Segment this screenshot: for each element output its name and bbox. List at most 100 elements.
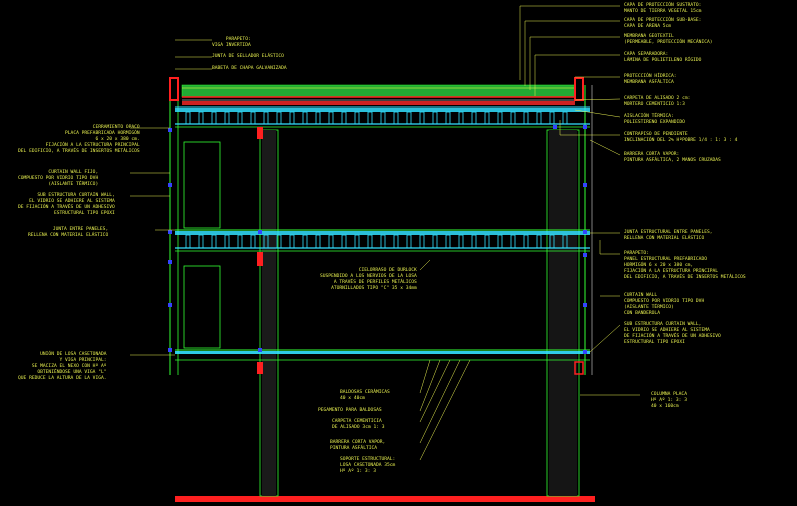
label-line: COMPUESTO POR VIDRIO TIPO DVH xyxy=(624,299,705,304)
slab-rib xyxy=(523,234,529,249)
leader-line xyxy=(574,109,621,118)
label-line: BARRERA CORTA VAPOR, xyxy=(330,440,386,445)
label-line: POLIESTIRENO EXPANDIDO xyxy=(624,120,685,125)
label-line: SUSPENDIDO A LOS NERVIOS DE LA LOSA xyxy=(320,274,417,279)
slab-rib xyxy=(419,111,425,125)
label-line: PLACA PREFABRICADA HORMIGÓN xyxy=(65,131,140,136)
label-line: (PERMEABLE, PROTECCIÓN MECÁNICA) xyxy=(624,40,713,45)
label-sub-estructura-right: SUB ESTRUCTURA CURTAIN WALL,EL VIDRIO SE… xyxy=(624,322,721,346)
label-line: SUB ESTRUCTURA CURTAIN WALL, xyxy=(37,193,115,198)
slab-rib xyxy=(263,111,269,125)
slab-rib xyxy=(432,234,438,249)
label-line: JUNTA DE SELLADOR ELÁSTICO xyxy=(212,54,284,59)
label-carpeta-de-alisado: CARPETA DE ALISADO 2 cm:MORTERO CEMENTIC… xyxy=(624,96,690,108)
label-line: EL VIDRIO SE ADHIERE AL SISTEMA xyxy=(29,199,115,204)
anchor-node xyxy=(258,348,262,352)
anchor-node xyxy=(168,303,172,307)
slab-rib xyxy=(354,111,360,125)
anchor-node xyxy=(168,128,172,132)
label-barrera-vapor-floor: BARRERA CORTA VAPOR,PINTURA ASFÁLTICA xyxy=(330,440,385,452)
anchor-node xyxy=(583,230,587,234)
slab-rib xyxy=(250,111,256,125)
label-parapeto-top: PARAPETO:VIGA INVERTIDA xyxy=(212,37,251,49)
slab-rib xyxy=(458,111,464,125)
label-line: PANEL ESTRUCTURAL PREFABRICADO xyxy=(624,257,707,262)
column-left xyxy=(259,129,279,497)
label-sub-estructura-left: SUB ESTRUCTURA CURTAIN WALL,EL VIDRIO SE… xyxy=(18,193,115,217)
slab-rib xyxy=(237,234,243,249)
label-line: JUNTA ENTRE PANELES, xyxy=(52,227,109,232)
slab-rib xyxy=(497,234,503,249)
leader-line xyxy=(534,54,620,96)
label-line: COLUMNA PLACA xyxy=(651,392,687,397)
label-line: Y VIGA PRINCIPAL: xyxy=(59,358,107,363)
label-line: DE FIJACIÓN A TRAVÉS DE UN ADHESIVO xyxy=(18,205,115,210)
label-line: PROTECCIÓN HÍDRICA: xyxy=(624,74,677,79)
anchor-node xyxy=(168,183,172,187)
label-line: BARRERA CORTA VAPOR: xyxy=(624,152,680,157)
label-line: CIELORRASO DE DURLOCK xyxy=(358,268,417,273)
label-line: CERRAMIENTO OPACO xyxy=(92,125,140,130)
label-line: CARPETA DE ALISADO 2 cm: xyxy=(624,96,691,101)
slab-rib xyxy=(237,111,243,125)
slab-rib xyxy=(328,234,334,249)
label-line: DEL EDIFICIO, A TRAVÉS DE INSERTOS METÁL… xyxy=(18,149,140,154)
slab-rib xyxy=(484,111,490,125)
slab-rib xyxy=(549,111,555,125)
slab-rib xyxy=(393,111,399,125)
label-line: PINTURA ASFÁLTICA, 2 MANOS CRUZADAS xyxy=(624,158,721,163)
slab-rib xyxy=(536,111,542,125)
slab-rib xyxy=(419,234,425,249)
label-line: SUB ESTRUCTURA CURTAIN WALL, xyxy=(624,322,702,327)
label-line: OBTENIÉNDOSE UNA VIGA "L" xyxy=(37,370,107,375)
label-line: CONTRAPISO DE PENDIENTE xyxy=(624,132,688,137)
slab-rib xyxy=(302,111,308,125)
slab-rib xyxy=(315,111,321,125)
anchor-node xyxy=(583,303,587,307)
slab-rib xyxy=(445,111,451,125)
slab-rib xyxy=(484,234,490,249)
parapet-left xyxy=(169,77,179,101)
slab-rib xyxy=(341,111,347,125)
label-line: (AISLANTE TÉRMICO) xyxy=(48,182,99,187)
window-left-upper xyxy=(183,141,221,229)
slab-rib xyxy=(185,111,191,125)
label-line: RELLENA CON MATERIAL ELÁSTICO xyxy=(28,233,109,238)
slab-rib xyxy=(354,234,360,249)
label-line: FIJACIÓN A LA ESTRUCTURA PRINCIPAL xyxy=(45,143,140,148)
label-babeta: BABETA DE CHAPA GALVANIZADA xyxy=(212,66,287,72)
label-line: BABETA DE CHAPA GALVANIZADA xyxy=(212,66,287,71)
anchor-node xyxy=(168,230,172,234)
label-line: 40 x 40cm xyxy=(340,396,365,401)
label-line: MEMBRANA GEOTEXTIL xyxy=(624,34,674,39)
label-junta-estructural: JUNTA ESTRUCTURAL ENTRE PANELES,RELLENA … xyxy=(624,230,713,242)
leader-line xyxy=(419,359,441,412)
slab-rib xyxy=(367,234,373,249)
label-junta-entre-paneles: JUNTA ENTRE PANELES,RELLENA CON MATERIAL… xyxy=(28,227,108,239)
label-line: A TRAVÉS DE PERFILES METÁLICOS xyxy=(333,280,417,285)
slab-rib xyxy=(406,234,412,249)
slab-rib xyxy=(458,234,464,249)
anchor-node xyxy=(258,230,262,234)
label-line: CAPA DE PROTECCIÓN SUB-BASE: xyxy=(624,18,702,23)
label-barrera-corta-vapor: BARRERA CORTA VAPOR:PINTURA ASFÁLTICA, 2… xyxy=(624,152,721,164)
label-line: LOSA CASETONADA 35cm xyxy=(340,463,396,468)
slab-rib xyxy=(198,234,204,249)
slab-rib xyxy=(315,234,321,249)
label-line: ATORNILLADOS TIPO "C" 35 x 34mm xyxy=(331,286,417,291)
leader-line xyxy=(589,139,621,156)
label-line: LÁMINA DE POLIETILENO RÍGIDO xyxy=(624,58,702,63)
label-membrana-geotextil: MEMBRANA GEOTEXTIL(PERMEABLE, PROTECCIÓN… xyxy=(624,34,713,46)
slab-rib xyxy=(198,111,204,125)
anchor-node xyxy=(553,125,557,129)
label-line: CAPA DE PROTECCIÓN SUSTRATO: xyxy=(624,3,702,8)
label-line: UNIÓN DE LOSA CASETONADA xyxy=(40,352,107,357)
slab-rib xyxy=(497,111,503,125)
